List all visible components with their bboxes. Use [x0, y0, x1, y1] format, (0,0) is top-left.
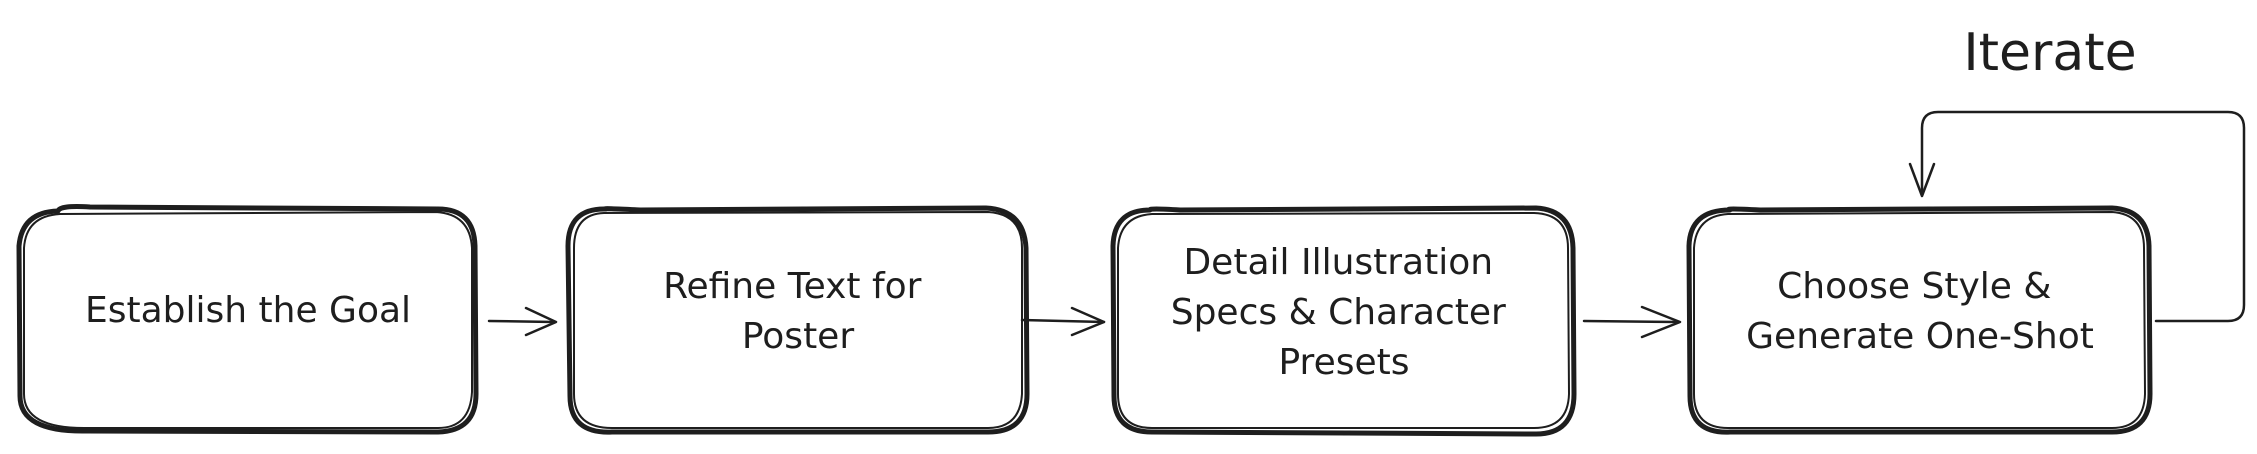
node-label: Detail Illustration Specs & Character Pr…: [1171, 242, 1518, 383]
node-label: Refine Text for Poster: [663, 266, 933, 357]
node-line: Presets: [1278, 342, 1409, 383]
node-line: Detail Illustration: [1183, 242, 1493, 283]
node-line: Poster: [742, 316, 854, 357]
node-line: Establish the Goal: [85, 290, 411, 331]
iterate-label: Iterate: [1963, 23, 2136, 83]
node-line: Choose Style &: [1777, 266, 2051, 307]
node-label: Choose Style & Generate One-Shot: [1746, 266, 2094, 357]
node-detail-illustration: Detail Illustration Specs & Character Pr…: [1110, 205, 1577, 437]
node-choose-style: Choose Style & Generate One-Shot: [1686, 205, 2153, 435]
edge-iterate-loop: [1908, 110, 2246, 323]
node-refine-text: Refine Text for Poster: [565, 205, 1030, 435]
edge-refine-to-detail: [1020, 306, 1106, 337]
edge-goal-to-refine: [487, 306, 558, 337]
node-line: Refine Text for: [663, 266, 922, 307]
node-label: Establish the Goal: [85, 290, 411, 331]
edge-detail-to-choose: [1582, 305, 1682, 339]
node-establish-goal: Establish the Goal: [16, 204, 479, 435]
node-line: Generate One-Shot: [1746, 316, 2094, 357]
node-line: Specs & Character: [1171, 292, 1506, 333]
